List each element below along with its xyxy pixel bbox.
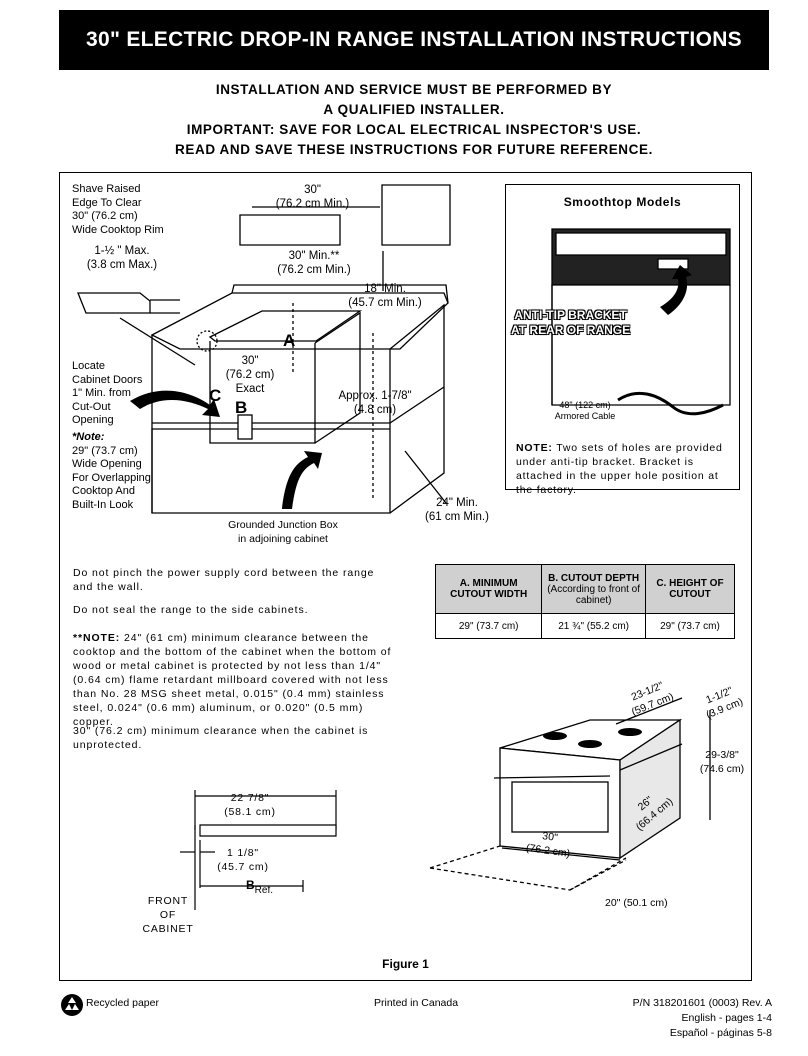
table-header-b: B. CUTOUT DEPTH(According to front of ca… xyxy=(541,564,646,614)
recycled-paper-text: Recycled paper xyxy=(86,997,159,1009)
front-of-cabinet-label: FRONT OF CABINET xyxy=(142,895,194,935)
figure-frame xyxy=(59,172,752,981)
b-ref-label: BRef. xyxy=(246,878,274,896)
table-header-c: C. HEIGHT OF CUTOUT xyxy=(644,564,736,614)
armored-cable-label: 48" (122 cm) Armored Cable xyxy=(554,400,616,421)
locate-doors-label: Locate Cabinet Doors 1" Min. from Cut-Ou… xyxy=(72,360,143,426)
min-18-label: 18" Min. (45.7 cm Min.) xyxy=(348,283,422,309)
cabinet-diagram xyxy=(77,184,451,514)
letter-c: C xyxy=(209,386,222,405)
cutout-table: A. MINIMUM CUTOUT WIDTH B. CUTOUT DEPTH(… xyxy=(434,564,736,639)
letter-b: B xyxy=(235,398,248,417)
anti-tip-bracket-label: ANTI-TIP BRACKET AT REAR OF RANGE xyxy=(511,308,631,337)
cross-lip-label: 1 1/8" (45.7 cm) xyxy=(217,847,269,873)
exact-label: 30" (76.2 cm) Exact xyxy=(225,355,275,395)
note-label: *Note: 29" (73.7 cm) Wide Opening For Ov… xyxy=(72,431,151,511)
smoothtop-panel xyxy=(505,184,740,490)
paragraph-2: Do not seal the range to the side cabine… xyxy=(73,604,309,616)
english-pages: English - pages 1-4 xyxy=(681,1012,772,1024)
table-cell-c: 29" (73.7 cm) xyxy=(644,613,736,639)
espanol-pages: Español - páginas 5-8 xyxy=(669,1027,772,1039)
dim-29-label: 29-3/8" (74.6 cm) xyxy=(699,749,745,775)
document-title: 30" ELECTRIC DROP-IN RANGE INSTALLATION … xyxy=(59,10,769,70)
dim-20-label: 20" (50.1 cm) xyxy=(605,897,668,909)
table-header-a: A. MINIMUM CUTOUT WIDTH xyxy=(434,564,543,614)
heading-line-1: INSTALLATION AND SERVICE MUST BE PERFORM… xyxy=(215,82,613,97)
table-cell-a: 29" (73.7 cm) xyxy=(434,613,543,639)
range-dimension-drawing xyxy=(429,697,711,891)
table-row: 29" (73.7 cm) 21 ¾" (55.2 cm) 29" (73.7 … xyxy=(434,613,736,639)
junction-box-label: Grounded Junction Box in adjoining cabin… xyxy=(228,519,338,545)
part-number: P/N 318201601 (0003) Rev. A xyxy=(632,997,772,1009)
smoothtop-note: NOTE: Two sets of holes are provided und… xyxy=(516,442,723,496)
min-24-label: 24" Min. (61 cm Min.) xyxy=(425,497,489,523)
table-cell-b: 21 ¾" (55.2 cm) xyxy=(541,613,646,639)
smoothtop-title: Smoothtop Models xyxy=(563,195,682,209)
paragraph-4: 30" (76.2 cm) minimum clearance when the… xyxy=(73,725,369,751)
min-30-label: 30" Min.** (76.2 cm Min.) xyxy=(277,250,351,276)
figure-caption: Figure 1 xyxy=(382,957,429,971)
shave-edge-label: Shave Raised Edge To Clear 30" (76.2 cm)… xyxy=(72,183,164,236)
smoothtop-range-drawing xyxy=(551,228,731,416)
printed-in-text: Printed in Canada xyxy=(374,997,459,1009)
heading-line-3: IMPORTANT: SAVE FOR LOCAL ELECTRICAL INS… xyxy=(186,122,642,137)
top-width-label: 30" (76.2 cm Min.) xyxy=(275,184,350,210)
heading-line-4: READ AND SAVE THESE INSTRUCTIONS FOR FUT… xyxy=(175,142,653,157)
approx-label: Approx. 1-7/8" (4.8 cm) xyxy=(338,390,412,416)
recycle-icon xyxy=(61,994,83,1016)
paragraph-1: Do not pinch the power supply cord betwe… xyxy=(73,567,375,593)
paragraph-3: **NOTE: 24" (61 cm) minimum clearance be… xyxy=(73,632,392,728)
max-thickness-label: 1-½ " Max. (3.8 cm Max.) xyxy=(86,245,158,271)
cross-section-drawing xyxy=(180,790,337,910)
letter-a: A xyxy=(283,331,296,350)
heading-line-2: A QUALIFIED INSTALLER. xyxy=(323,102,505,117)
cross-width-label: 22 7/8" (58.1 cm) xyxy=(224,792,276,818)
